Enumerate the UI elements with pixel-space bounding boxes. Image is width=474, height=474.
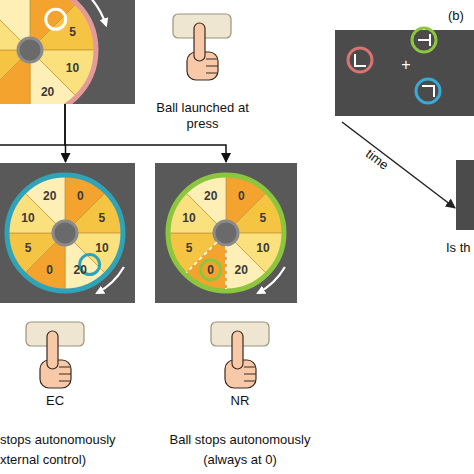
target-circle: [412, 28, 436, 52]
caption-text: (always at 0): [180, 452, 300, 468]
spin-arrow: [97, 267, 124, 293]
wheel-hub: [214, 221, 238, 245]
caption-text: NR: [180, 393, 300, 409]
wheel-hub: [53, 221, 77, 245]
sector-value: 5: [14, 240, 42, 256]
sector-value: 10: [175, 210, 203, 226]
sector-value: 5: [175, 240, 203, 256]
roulette-wheel: [0, 163, 135, 303]
caption-text: Ball stops autonomously: [155, 432, 325, 448]
sector-value: 10: [249, 240, 277, 256]
sector-value: 0: [227, 188, 255, 204]
target-symbol: [355, 54, 366, 66]
branch-line: [0, 144, 65, 146]
sector-value: 10: [14, 210, 42, 226]
caption-text: (b): [448, 8, 474, 24]
sector-outline: [225, 246, 227, 289]
sector-value: 0: [66, 188, 94, 204]
stimulus-screen: [335, 30, 474, 116]
spin-arrow: [258, 267, 285, 293]
ball: [46, 9, 66, 29]
button-hand: [26, 322, 84, 388]
wheel-rim: [0, 0, 96, 104]
spin-arrow: [84, 0, 107, 25]
caption-text: stops autonomously: [0, 432, 140, 448]
sector-value: 20: [197, 188, 225, 204]
sector-value: 0: [36, 262, 64, 278]
sector-value: 5: [58, 24, 86, 40]
time-arrow: [342, 122, 455, 208]
caption-text: EC: [5, 393, 105, 409]
target-circle: [416, 79, 440, 103]
target-symbol: [422, 86, 434, 97]
target-symbol: [418, 34, 430, 46]
sector-value: 0: [197, 262, 225, 278]
roulette-wheel: [0, 0, 135, 104]
caption-text: xternal control): [0, 452, 140, 468]
sector-value: 5: [88, 210, 116, 226]
caption-text: Ball launched at press: [145, 100, 260, 132]
caption-text: Is th: [446, 240, 474, 256]
roulette-wheel: [155, 163, 297, 303]
sector-value: 20: [34, 84, 62, 100]
wheel-panel: 051020051020: [0, 163, 135, 303]
caption-text: time: [362, 146, 404, 183]
button-hand: [211, 322, 269, 388]
wheel-panel: 5 10 20: [0, 0, 135, 104]
sector-value: 10: [58, 60, 86, 76]
sector-value: 5: [249, 210, 277, 226]
wheel-panel: 051020051020: [155, 163, 297, 303]
branch-arrow: [64, 104, 66, 162]
sector-value: 20: [227, 262, 255, 278]
sector-value: 20: [66, 262, 94, 278]
branch-arrow: [65, 104, 226, 162]
button-hand: [173, 14, 231, 80]
stimulus-screen: [456, 160, 474, 230]
wheel-rim: [7, 175, 123, 291]
wheel-rim: [168, 175, 284, 291]
wheel-hub: [18, 38, 42, 62]
target-circle: [348, 48, 372, 72]
sector-value: 10: [88, 240, 116, 256]
caption-text: +: [399, 57, 413, 73]
sector-value: 20: [36, 188, 64, 204]
